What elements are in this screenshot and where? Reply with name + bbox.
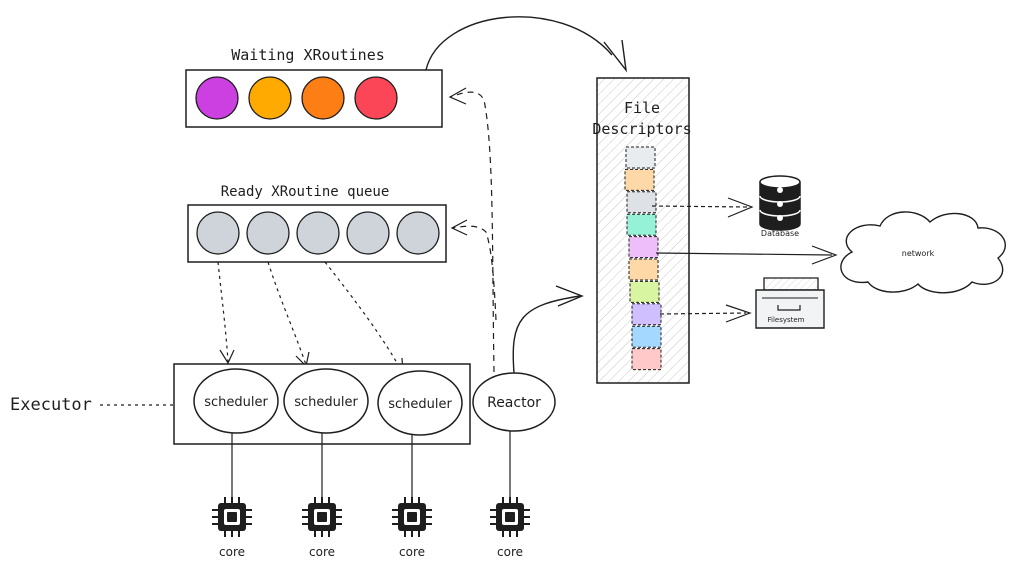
core-3: core	[392, 497, 432, 559]
core-1: core	[212, 497, 252, 559]
core-label-2: core	[309, 545, 335, 559]
dispatch-arrow-1	[217, 261, 229, 363]
database-label: Database	[761, 229, 799, 238]
fd-slot-1	[625, 146, 656, 169]
waiting-xroutine-2	[248, 76, 292, 120]
fd-slot-6	[628, 258, 659, 281]
ready-title: Ready XRoutine queue	[221, 184, 390, 200]
network-label: network	[902, 249, 935, 258]
core-4: core	[490, 497, 530, 559]
reactor: Reactor	[472, 372, 556, 432]
ready-circles	[196, 211, 440, 255]
dispatch-arrow-3	[324, 261, 403, 373]
ready-xroutine-4	[346, 211, 390, 255]
fd-slot-7	[629, 280, 660, 303]
fd-to-database-line	[651, 205, 749, 208]
filesystem-icon	[755, 277, 825, 329]
core-label-4: core	[497, 545, 523, 559]
fd-title-line1: File	[624, 99, 660, 117]
scheduler-3: scheduler	[377, 370, 463, 436]
reactor-to-fd-arrowhead	[555, 285, 584, 307]
fd-slot-3	[626, 191, 657, 214]
scheduler-1: scheduler	[193, 368, 279, 434]
fd-to-filesystem-line	[659, 312, 747, 315]
scheduler-1-shape	[193, 368, 279, 434]
reactor-to-waiting-arrow	[449, 91, 495, 373]
fd-to-filesystem-arrowhead	[725, 304, 752, 323]
fd-to-network-line	[655, 252, 833, 256]
fd-slot-9	[631, 325, 662, 348]
core-2: core	[302, 497, 342, 559]
waiting-circles	[195, 76, 398, 120]
fd-to-network-arrowhead	[811, 245, 838, 265]
scheduler-2: scheduler	[283, 368, 369, 434]
fd-slots	[624, 146, 662, 371]
ready-xroutine-2	[246, 211, 290, 255]
reactor-to-ready-arrow	[451, 225, 497, 321]
scheduler-2-label: scheduler	[294, 395, 358, 410]
dispatch-arrow-2	[267, 261, 307, 366]
fd-slot-4	[626, 213, 657, 236]
dispatch-arrowhead-1	[219, 349, 235, 365]
waiting-xroutine-1	[195, 76, 239, 120]
network-cloud-icon	[840, 211, 1006, 294]
core-label-3: core	[399, 545, 425, 559]
ready-arrowhead	[450, 219, 468, 236]
ready-to-scheduler-arrows	[217, 261, 403, 373]
waiting-title: Waiting XRoutines	[231, 46, 385, 64]
scheduler-3-shape	[377, 370, 463, 436]
fd-slot-8	[631, 303, 662, 326]
reactor-wake-arrowheads	[448, 87, 468, 236]
cores: core core core core	[212, 497, 530, 559]
waiting-to-fd-arrowhead	[603, 39, 628, 73]
ready-xroutine-3	[296, 211, 340, 255]
reactor-wake-arrows	[449, 91, 497, 373]
ready-xroutine-1	[196, 211, 240, 255]
waiting-arrowhead	[448, 87, 467, 105]
scheduler-2-shape	[283, 368, 369, 434]
scheduler-1-label: scheduler	[204, 395, 268, 410]
filesystem-label: Filesystem	[767, 316, 804, 324]
fd-to-database-arrowhead	[727, 197, 754, 218]
fd-target-arrows	[651, 197, 838, 323]
core-label-1: core	[219, 545, 245, 559]
fd-slot-5	[628, 236, 659, 259]
fd-slot-10	[631, 348, 662, 371]
reactor-label: Reactor	[487, 395, 541, 411]
ready-xroutine-5	[396, 211, 440, 255]
fd-title-line2: Descriptors	[592, 120, 691, 138]
core-links	[231, 431, 511, 504]
waiting-xroutine-4	[354, 76, 398, 120]
database-icon	[759, 175, 801, 231]
waiting-to-fd-arrow	[425, 16, 613, 71]
scheduler-3-label: scheduler	[388, 397, 452, 412]
waiting-xroutine-3	[301, 76, 345, 120]
fd-slot-2	[624, 168, 655, 191]
executor-label: Executor	[10, 395, 92, 415]
reactor-to-fd-arrow	[512, 295, 581, 374]
